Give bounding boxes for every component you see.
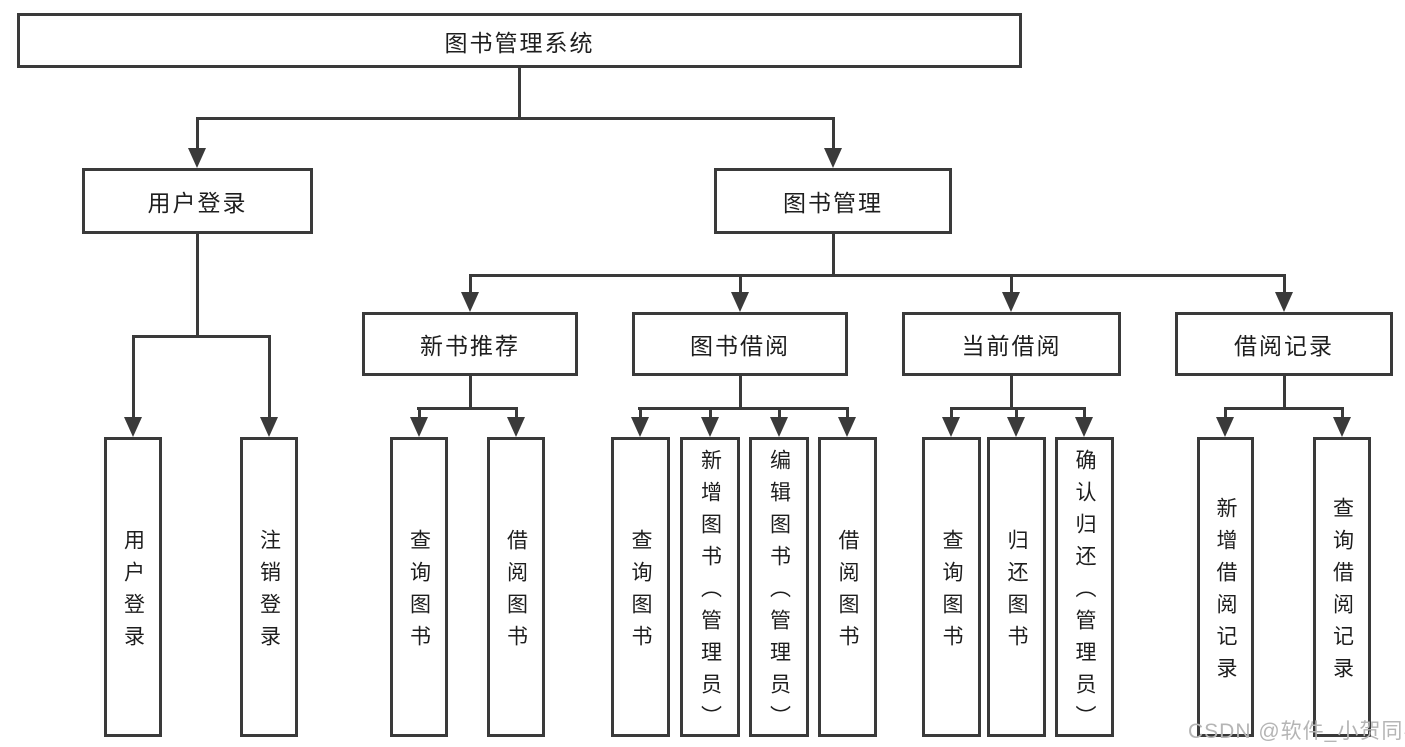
node-label: 当前借阅 [961, 333, 1062, 359]
node-user-login-leaf: 用户登录 [104, 437, 162, 737]
connector-group-stem [1283, 376, 1286, 409]
node-new-book-recommend: 新书推荐 [362, 312, 578, 376]
connector-arrow-stem [1224, 407, 1227, 421]
connector-user-login-branch [132, 335, 271, 338]
connector-root-stem [518, 68, 521, 120]
connector-group-stem [469, 376, 472, 409]
connector-arrow-stem [1341, 407, 1344, 421]
node-label: 编辑图书（管理员） [767, 448, 791, 737]
node-bw-edit-book-admin: 编辑图书（管理员） [749, 437, 809, 737]
connector-arrow-stem [1083, 407, 1086, 421]
node-logout: 注销登录 [240, 437, 298, 737]
arrow-down-icon [701, 417, 719, 437]
connector-group-branch [417, 407, 518, 410]
connector-arrow-stem [196, 117, 199, 150]
connector-group-branch [638, 407, 849, 410]
node-label: 新增借阅记录 [1214, 496, 1237, 689]
arrow-down-icon [124, 417, 142, 437]
node-re-query-borrow-record: 查询借阅记录 [1313, 437, 1371, 737]
arrow-down-icon [838, 417, 856, 437]
connector-arrow-stem [1010, 274, 1013, 295]
node-label: 用户登录 [121, 528, 145, 657]
node-nb-borrow-book: 借阅图书 [487, 437, 545, 737]
connector-book-mgmt-stem [832, 234, 835, 277]
arrow-down-icon [731, 292, 749, 312]
connector-arrow-stem [469, 274, 472, 295]
node-library-system: 图书管理系统 [17, 13, 1022, 68]
node-label: 新增图书（管理员） [698, 448, 722, 737]
csdn-watermark: CSDN @软件_小贺同学 [1188, 720, 1405, 743]
arrow-down-icon [824, 148, 842, 168]
connector-arrow-stem [1015, 407, 1018, 421]
arrow-down-icon [1216, 417, 1234, 437]
node-cu-confirm-return-admin: 确认归还（管理员） [1055, 437, 1114, 737]
node-label: 图书借阅 [690, 333, 790, 359]
connector-group-stem [739, 376, 742, 409]
arrow-down-icon [770, 417, 788, 437]
connector-arrow-stem [639, 407, 642, 421]
node-label: 注销登录 [257, 528, 281, 657]
node-label: 图书管理 [783, 190, 883, 216]
connector-arrow-stem [515, 407, 518, 421]
connector-arrow-stem [268, 335, 271, 419]
connector-arrow-stem [709, 407, 712, 421]
arrow-down-icon [260, 417, 278, 437]
connector-group-stem [1010, 376, 1013, 409]
node-current-borrow: 当前借阅 [902, 312, 1121, 376]
arrow-down-icon [1002, 292, 1020, 312]
connector-root-branch [196, 117, 835, 120]
arrow-down-icon [1333, 417, 1351, 437]
arrow-down-icon [1275, 292, 1293, 312]
node-label: 查询图书 [629, 528, 652, 657]
connector-group-branch [950, 407, 1086, 410]
arrow-down-icon [461, 292, 479, 312]
connector-arrow-stem [950, 407, 953, 421]
arrow-down-icon [507, 417, 525, 437]
node-label: 图书管理系统 [444, 29, 595, 56]
arrow-down-icon [410, 417, 428, 437]
node-bw-add-book-admin: 新增图书（管理员） [680, 437, 740, 737]
node-book-borrow: 图书借阅 [632, 312, 848, 376]
connector-arrow-stem [778, 407, 781, 421]
connector-arrow-stem [832, 117, 835, 150]
node-label: 借阅记录 [1234, 333, 1334, 359]
node-label: 归还图书 [1005, 528, 1028, 657]
arrow-down-icon [1075, 417, 1093, 437]
node-label: 借阅图书 [504, 528, 528, 657]
connector-arrow-stem [132, 335, 135, 419]
node-bw-borrow-book: 借阅图书 [818, 437, 877, 737]
connector-arrow-stem [1283, 274, 1286, 295]
node-label: 查询借阅记录 [1330, 496, 1354, 689]
node-label: 借阅图书 [836, 528, 859, 657]
arrow-down-icon [1007, 417, 1025, 437]
node-cu-return-book: 归还图书 [987, 437, 1046, 737]
node-label: 确认归还（管理员） [1073, 448, 1096, 737]
node-label: 用户登录 [147, 190, 248, 216]
connector-arrow-stem [739, 274, 742, 295]
node-label: 查询图书 [407, 528, 431, 657]
connector-arrow-stem [846, 407, 849, 421]
connector-arrow-stem [418, 407, 421, 421]
node-user-login: 用户登录 [82, 168, 313, 234]
node-cu-query-book: 查询图书 [922, 437, 981, 737]
node-borrow-records: 借阅记录 [1175, 312, 1393, 376]
node-label: 查询图书 [940, 528, 963, 657]
arrow-down-icon [942, 417, 960, 437]
arrow-down-icon [188, 148, 206, 168]
node-book-management: 图书管理 [714, 168, 952, 234]
connector-group-branch [1224, 407, 1344, 410]
node-re-add-borrow-record: 新增借阅记录 [1197, 437, 1254, 737]
node-label: 新书推荐 [420, 333, 520, 359]
connector-user-login-stem [196, 234, 199, 337]
node-nb-query-book: 查询图书 [390, 437, 448, 737]
connector-book-mgmt-branch [469, 274, 1286, 277]
arrow-down-icon [631, 417, 649, 437]
node-bw-query-book: 查询图书 [611, 437, 670, 737]
